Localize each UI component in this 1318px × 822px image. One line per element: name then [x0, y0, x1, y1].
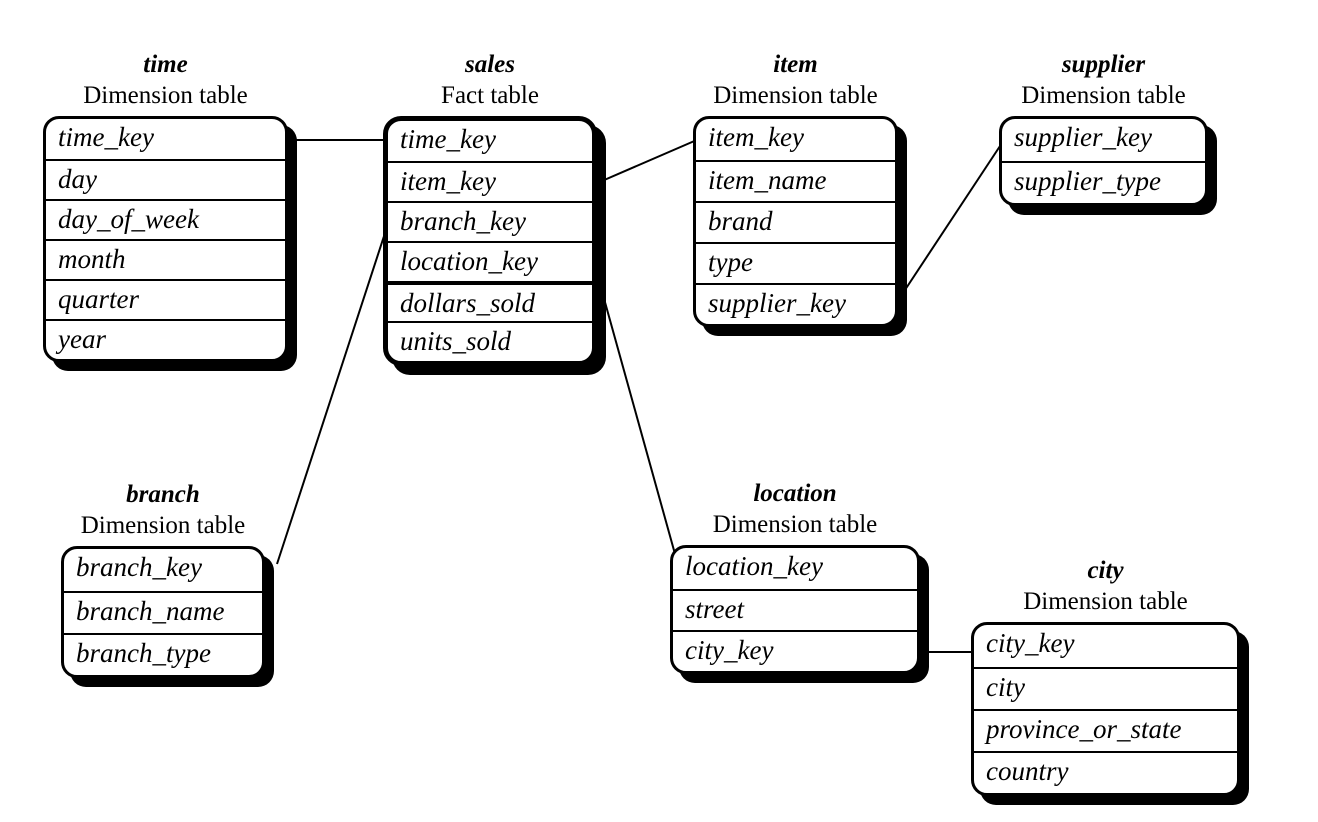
- field-row: city_key: [986, 628, 1075, 658]
- field-row: time_key: [58, 122, 154, 152]
- field-row: supplier_type: [1002, 161, 1205, 203]
- table-subtitle: Dimension table: [83, 82, 248, 109]
- field-row: supplier_key: [696, 283, 895, 324]
- field-row: item_key: [708, 122, 804, 152]
- table-subtitle: Dimension table: [80, 512, 246, 539]
- field-row: branch_type: [64, 633, 262, 675]
- field-row: city_key: [673, 630, 917, 671]
- table-title: sales: [465, 51, 515, 78]
- field-row: location_key: [388, 241, 592, 281]
- field-row: branch_key: [76, 552, 202, 582]
- field-row: brand: [696, 201, 895, 242]
- table-title: location: [753, 480, 837, 507]
- table-title: item: [773, 51, 818, 78]
- field-row: province_or_state: [974, 709, 1237, 751]
- field-row: quarter: [46, 279, 285, 319]
- table-subtitle: Dimension table: [713, 82, 878, 109]
- field-row: branch_key: [388, 201, 592, 241]
- field-row: street: [673, 589, 917, 630]
- field-row: month: [46, 239, 285, 279]
- table-subtitle: Dimension table: [712, 511, 878, 538]
- field-row: supplier_key: [1014, 122, 1152, 152]
- field-row: day_of_week: [46, 199, 285, 239]
- field-row: year: [46, 319, 285, 359]
- field-row: location_key: [685, 551, 823, 581]
- table-subtitle: Fact table: [441, 82, 539, 109]
- table-title: time: [143, 51, 188, 78]
- field-row: day: [46, 159, 285, 199]
- field-row: city: [974, 667, 1237, 709]
- table-title: city: [1087, 557, 1124, 584]
- relation-sales-item: [594, 138, 700, 185]
- table-subtitle: Dimension table: [1021, 82, 1186, 109]
- table-subtitle: Dimension table: [1023, 588, 1188, 615]
- field-row: type: [696, 242, 895, 283]
- field-row: dollars_sold: [388, 281, 592, 321]
- relation-sales-branch: [276, 229, 387, 565]
- field-row: item_name: [696, 160, 895, 201]
- relation-sales-location: [597, 276, 676, 555]
- field-row: item_key: [388, 161, 592, 201]
- field-row: units_sold: [388, 321, 592, 361]
- supplier-table-box: supplier_key supplier_type: [999, 116, 1208, 206]
- table-title: branch: [126, 481, 200, 508]
- relation-item-supplier: [898, 139, 1005, 300]
- field-row: branch_name: [64, 591, 262, 633]
- field-row: country: [974, 751, 1237, 793]
- table-title: supplier: [1061, 51, 1146, 78]
- field-row: time_key: [400, 124, 496, 154]
